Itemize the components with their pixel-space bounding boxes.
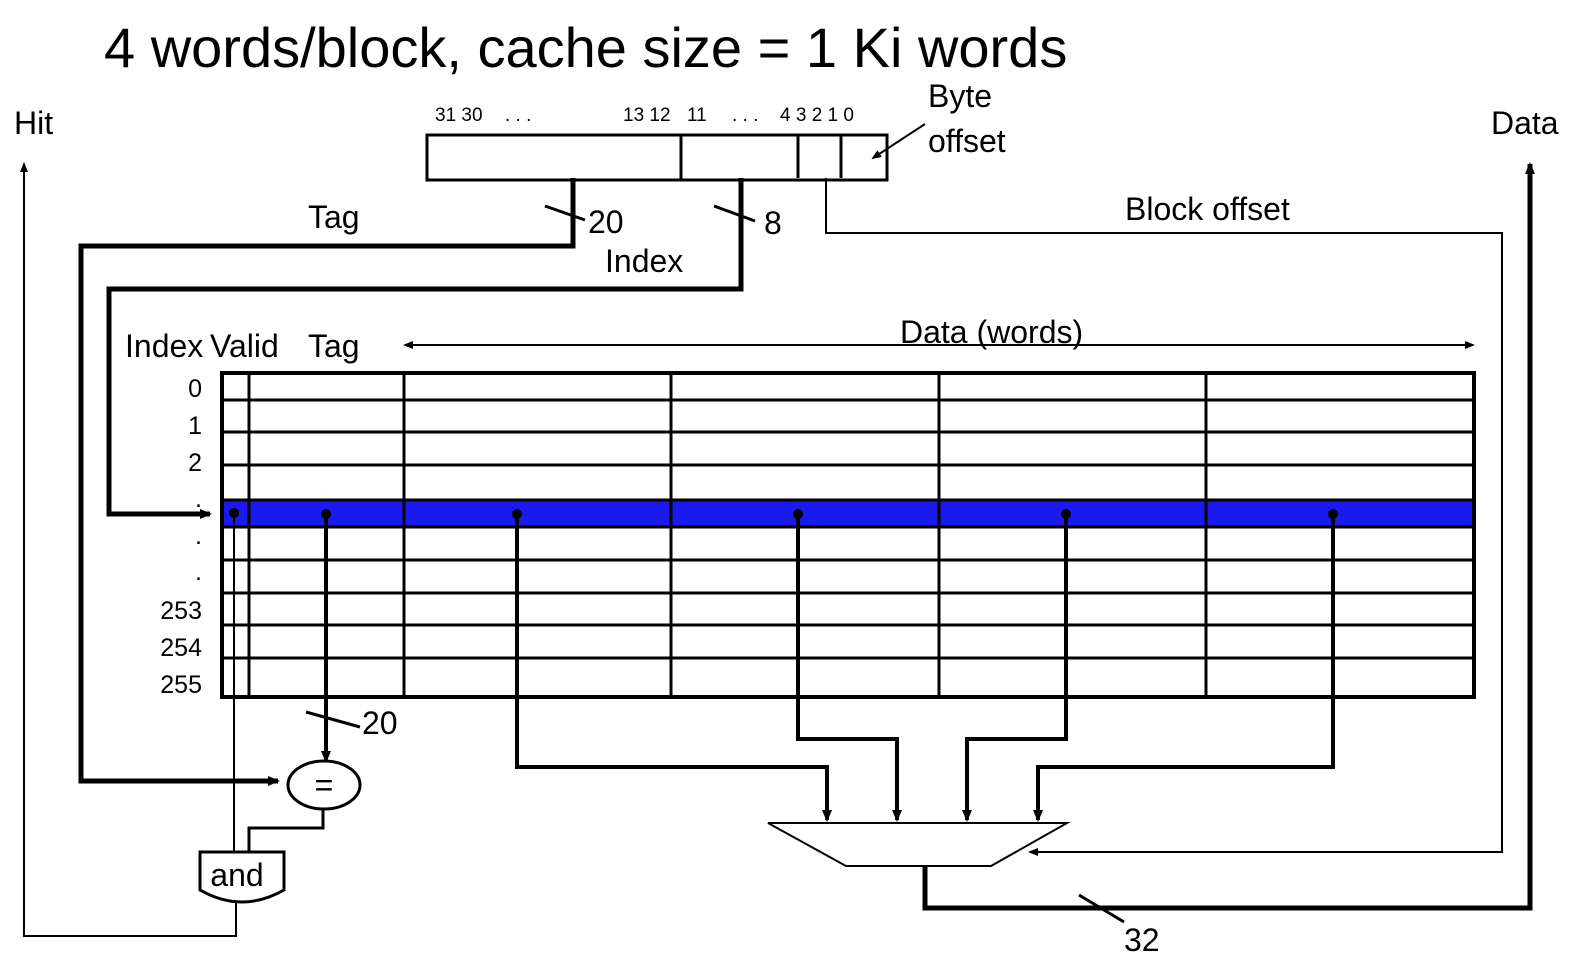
address-box [425,133,889,182]
byte-offset-label-line2: offset [928,123,1006,159]
word-0-line [515,514,832,822]
word-1-line [796,514,902,822]
page-title: 4 words/block, cache size = 1 Ki words [104,16,1067,79]
output-width-slash [1078,893,1125,924]
address-bits-31-30: 31 30 [435,105,483,126]
tag-width-label: 20 [588,204,624,240]
data-label: Data [1491,105,1559,141]
byte-offset-label-line1: Byte [928,78,992,114]
row-label: . [195,485,202,513]
word-multiplexer [767,822,1071,867]
word-2-line [962,514,1068,822]
cache-table [220,371,1476,699]
tag-field-label: Tag [308,199,360,235]
index-line [106,178,744,519]
hit-line [20,162,237,937]
block-offset-line [825,178,1503,856]
address-dots-left: . . . [505,105,531,126]
row-label: 2 [188,449,202,477]
and-gate [198,850,286,904]
hit-label: Hit [14,105,53,141]
table-border [220,371,1476,699]
tag-line [78,178,576,786]
byte-offset-pointer [871,123,926,160]
and-gate-label: and [210,857,263,893]
address-bit-11: 11 [687,105,707,126]
table-row-lines [222,398,1474,660]
table-header-index: Index [125,328,203,364]
row-label: 254 [160,634,202,662]
output-width-label: 32 [1124,922,1160,958]
index-field-label: Index [605,243,683,279]
row-label: 0 [188,375,202,403]
selected-row-highlight [222,500,1474,527]
comparator-label: = [315,767,334,803]
index-width-slash [713,204,756,223]
address-bits-13-12: 13 12 [623,105,671,126]
tag-width-slash [544,204,586,222]
row-label: 255 [160,671,202,699]
row-label: 253 [160,597,202,625]
address-dots-mid: . . . [732,105,758,126]
index-width-label: 8 [764,205,782,241]
compare-width-label: 20 [362,705,398,741]
row-label: . [195,522,202,550]
data-output-line [922,162,1535,911]
word-3-line [1033,514,1335,822]
block-offset-label: Block offset [1125,191,1290,227]
address-register: 31 30 . . . 13 12 11 . . . 4 3 2 1 0 [425,105,889,182]
compare-to-and-line [247,809,325,852]
table-header-valid: Valid [210,328,279,364]
address-bits-4-0: 4 3 2 1 0 [780,105,854,126]
compare-width-slash [305,710,361,729]
row-index-labels: 0 1 2 . . . 253 254 255 [160,375,202,699]
table-header-tag: Tag [308,328,360,364]
row-label: . [195,558,202,586]
table-column-lines [247,373,1208,697]
row-label: 1 [188,412,202,440]
